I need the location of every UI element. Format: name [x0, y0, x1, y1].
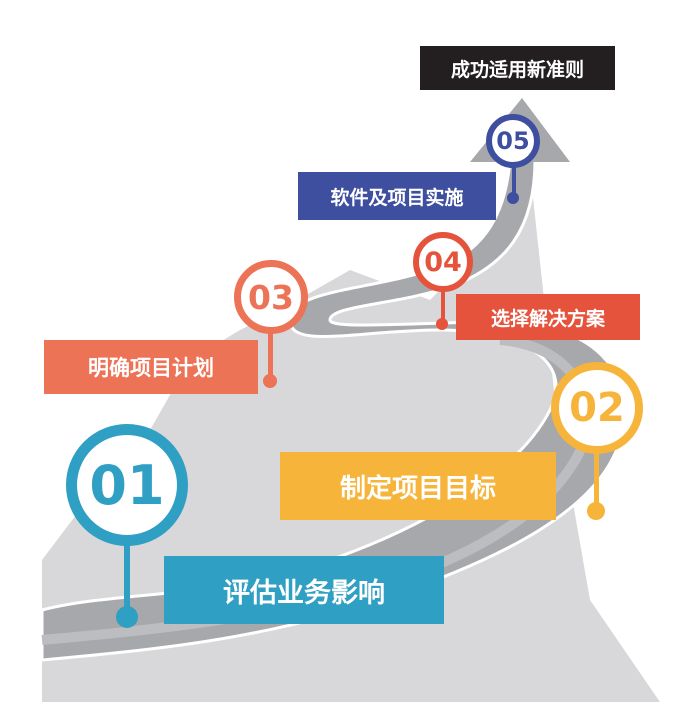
step-02-stem	[594, 448, 599, 506]
step-02-label: 制定项目目标	[280, 452, 556, 520]
step-03-stem	[268, 328, 273, 376]
step-01-number-badge: 01	[66, 424, 188, 546]
step-04-label: 选择解决方案	[456, 294, 640, 340]
step-04-number-badge: 04	[413, 232, 473, 292]
step-02-number-badge: 02	[551, 362, 643, 454]
step-01-stem	[124, 530, 130, 610]
step-02-anchor-dot	[587, 502, 605, 520]
step-03-number: 03	[248, 277, 294, 317]
step-03-number-badge: 03	[234, 260, 308, 334]
step-04-number: 04	[424, 246, 462, 278]
step-02-number: 02	[569, 385, 625, 431]
step-05-label: 软件及项目实施	[298, 172, 496, 220]
step-03-anchor-dot	[263, 374, 277, 388]
step-01-number: 01	[89, 453, 165, 517]
step-05-stem	[512, 160, 516, 196]
step-01-label: 评估业务影响	[164, 556, 444, 624]
step-05-number-badge: 05	[486, 114, 540, 168]
step-04-stem	[441, 282, 445, 322]
step-05-anchor-dot	[507, 192, 519, 204]
step-05-number: 05	[496, 127, 530, 155]
step-01-anchor-dot	[116, 606, 138, 628]
goal-label: 成功适用新准则	[420, 46, 615, 90]
step-03-label: 明确项目计划	[44, 340, 258, 394]
step-04-anchor-dot	[436, 318, 448, 330]
